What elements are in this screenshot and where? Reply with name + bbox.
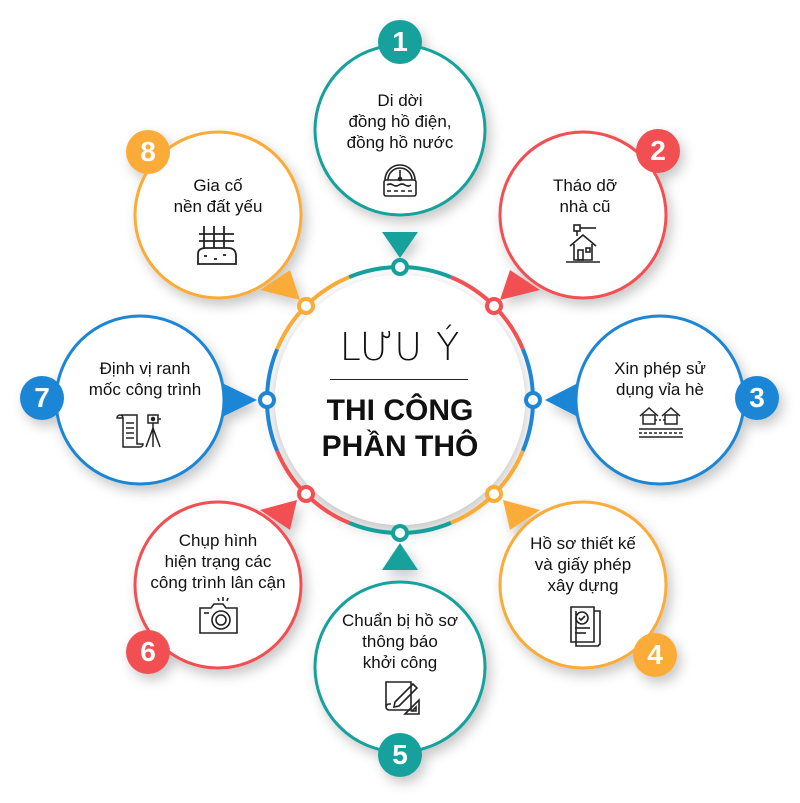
node-3-badge: 3: [749, 382, 765, 413]
node-8-badge: 8: [140, 136, 156, 167]
node-3-shape: [545, 314, 779, 486]
node-4-shape: [498, 500, 677, 677]
camera-icon: [199, 597, 238, 634]
node-3-label: Xin phép sử dụng vỉa hè: [614, 359, 706, 399]
center-hub: [275, 275, 525, 525]
node-5-label: Chuẩn bị hồ sơ thông báo khởi công: [341, 611, 459, 672]
approved-document-icon: [570, 606, 601, 647]
node-5-badge: 5: [392, 739, 408, 770]
node-8-label: Gia cố nền đất yếu: [173, 176, 263, 216]
node-6-badge: 6: [140, 636, 156, 667]
houses-sidewalk-icon: [639, 406, 683, 438]
center-divider: [330, 379, 468, 380]
node-6-label: Chụp hình hiện trạng các công trình lân …: [150, 531, 286, 592]
node-2-label: Tháo dỡ nhà cũ: [552, 176, 618, 216]
node-4-badge: 4: [647, 639, 663, 670]
node-8-shape: [126, 130, 303, 300]
ring-dots: [258, 258, 542, 542]
node-7-badge: 7: [34, 382, 50, 413]
center-subtitle: THI CÔNG PHẦN THÔ: [290, 393, 510, 465]
node-2-shape: [498, 129, 680, 300]
node-2-badge: 2: [650, 135, 666, 166]
survey-scroll-tripod-icon: [116, 414, 161, 448]
house-demolition-icon: [566, 224, 600, 263]
node-4-label: Hồ sơ thiết kế và giấy phép xây dựng: [530, 534, 636, 595]
blueprint-pencil-icon: [385, 681, 420, 715]
center-subtitle-line-2: PHẦN THÔ: [321, 430, 479, 463]
soil-reinforcement-icon: [197, 226, 237, 265]
node-7-label: Định vị ranh mốc công trình: [88, 359, 202, 399]
center-subtitle-line-1: THI CÔNG: [326, 394, 474, 427]
node-1-label: Di dời đồng hồ điện, đồng hồ nước: [346, 91, 454, 152]
node-1-badge: 1: [392, 26, 408, 57]
node-1-shape: [313, 20, 487, 258]
water-meter-icon: [383, 164, 417, 197]
node-5-shape: [313, 543, 487, 777]
node-7-shape: [20, 314, 257, 486]
node-6-shape: [126, 500, 303, 674]
center-title: LƯU Ý: [339, 325, 461, 369]
